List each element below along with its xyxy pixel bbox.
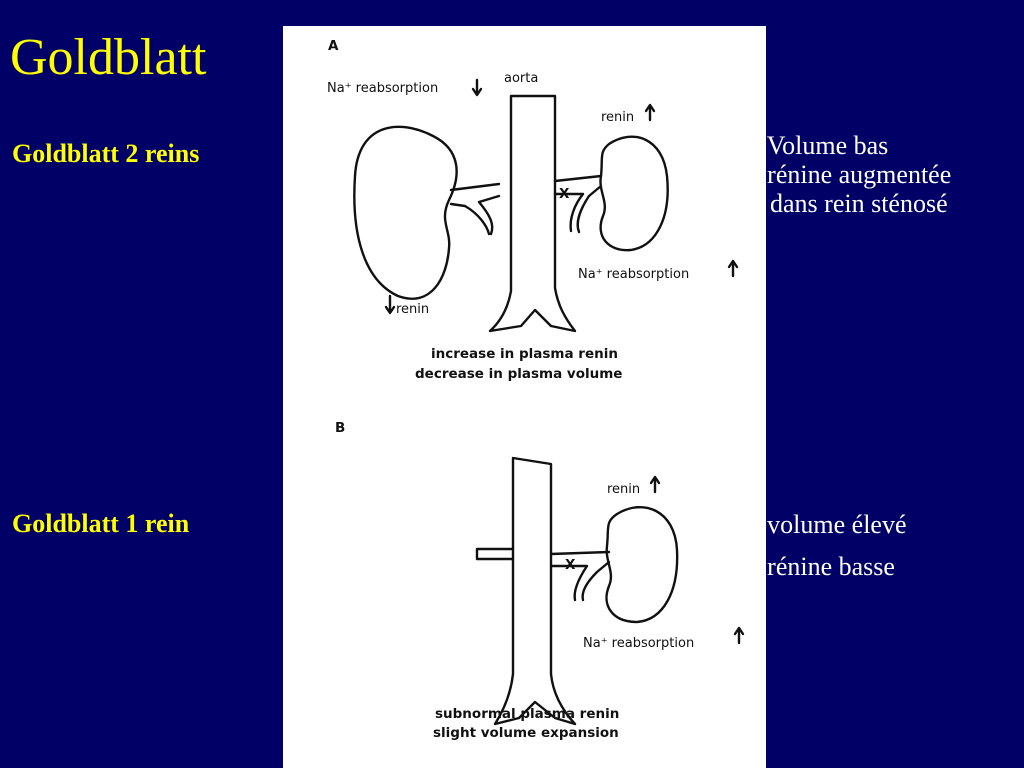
right-renal-artery-b (549, 550, 611, 602)
arrow-down-icon (384, 294, 396, 315)
label-renin-right-a: renin (601, 110, 634, 125)
caption-a-line1: increase in plasma renin (431, 346, 618, 362)
right-renal-artery (553, 174, 603, 234)
label-renin-left-a: renin (396, 302, 429, 317)
panel-b-letter: B (335, 420, 345, 436)
arrow-up-icon (727, 259, 739, 278)
left-renal-stub (475, 547, 515, 561)
label-na-right-a: Na⁺ reabsorption (578, 267, 689, 282)
panel-a-letter: A (328, 38, 339, 54)
note-line: - volume élevé (752, 510, 907, 539)
label-na-left: Na⁺ reabsorption (327, 81, 438, 96)
caption-b-line1: subnormal plasma renin (435, 706, 619, 722)
section-one-kidney: Goldblatt 1 rein (12, 509, 190, 538)
diagram-panel: A Na⁺ reabsorption aorta renin X Na⁺ rea… (283, 26, 766, 768)
notes-two-kidney: - Volume bas - rénine augmentée dans rei… (752, 131, 951, 218)
note-line: - rénine basse (752, 552, 895, 581)
right-kidney-b-shape (605, 505, 679, 624)
arrow-up-icon (644, 103, 656, 122)
left-kidney-shape (353, 125, 458, 300)
left-renal-artery (449, 182, 501, 236)
note-line: - rénine augmentée (752, 160, 952, 189)
aorta-a-shape (488, 94, 577, 333)
aorta-b-shape (493, 456, 577, 726)
arrow-down-icon (471, 78, 483, 97)
notes-one-kidney: - volume élevé - rénine basse (752, 510, 907, 581)
caption-a-line2: decrease in plasma volume (415, 366, 622, 382)
label-na-b: Na⁺ reabsorption (583, 636, 694, 651)
arrow-up-icon (649, 475, 661, 494)
stenosis-mark-b: X (565, 557, 576, 573)
label-renin-b: renin (607, 482, 640, 497)
arrow-up-icon (733, 626, 745, 645)
goldblatt-diagram: A Na⁺ reabsorption aorta renin X Na⁺ rea… (327, 38, 745, 741)
note-line: dans rein sténosé (770, 189, 948, 218)
caption-b-line2: slight volume expansion (433, 725, 619, 741)
note-line: - Volume bas (752, 131, 889, 160)
right-kidney-shape (599, 135, 669, 252)
stenosis-mark-a: X (559, 186, 570, 202)
section-two-kidney: Goldblatt 2 reins (12, 139, 200, 168)
slide-title: Goldblatt (10, 29, 207, 86)
label-aorta: aorta (504, 71, 538, 86)
